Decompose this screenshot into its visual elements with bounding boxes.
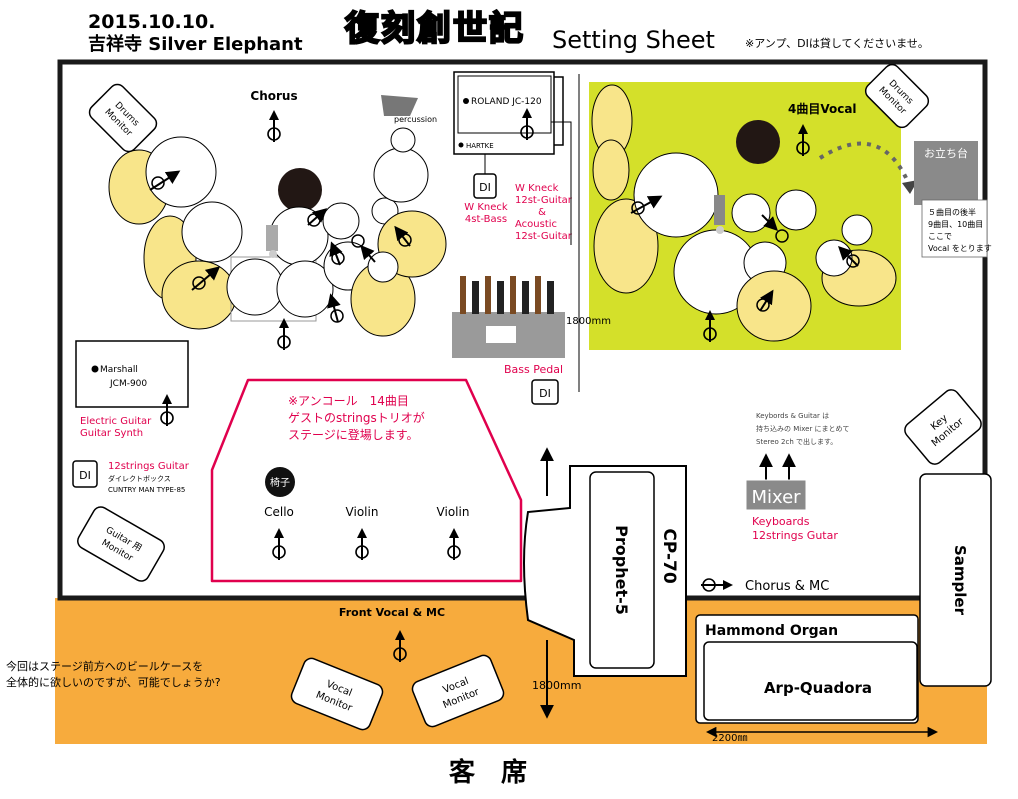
drum-kit-left [108,136,447,337]
mixer-label: Mixer [751,487,801,508]
svg-text:W Kneck: W Kneck [515,183,559,194]
svg-text:持ち込みの Mixer にまとめて: 持ち込みの Mixer にまとめて [756,424,850,433]
otachidai [914,141,978,205]
di-box-bass: DI [473,154,497,199]
dim-1800-lower: 1800mm [532,679,581,692]
chorus-label: Chorus [250,89,297,103]
drum-mics-right [630,195,860,312]
mic-icon [267,110,281,143]
hammond-label: Hammond Organ [705,623,838,639]
vocal-4th-label: 4曲目Vocal [788,101,857,116]
bass-di-label-1: W Kneck [464,202,508,213]
chorus-mc-label: Chorus & MC [745,579,829,594]
svg-text:DI: DI [479,181,491,194]
bass-pedal-label: Bass Pedal [504,363,563,376]
mixer-note: Keybords & Guitar は 持ち込みの Mixer にまとめて St… [756,412,850,446]
otachidai-note: ５曲目の後半 9曲目、10曲目 ここで Vocal をとります [921,199,992,258]
encore-note-3: ステージに登場します。 [288,427,419,442]
svg-text:DI: DI [539,387,551,400]
beer-request-1: 今回はステージ前方へのビールケースを [6,659,203,673]
drums-monitor-right: Drums Monitor [864,63,930,129]
violin-1-label: Violin [346,505,379,519]
mic-icon [700,578,733,592]
chair-label: 椅子 [270,476,290,489]
svg-text:12st-Guitar: 12st-Guitar [515,195,573,206]
otachidai-label: お立ち台 [924,146,968,160]
drums-monitor-left: Drums Monitor [88,83,158,153]
di-box-12strings: DI [72,460,98,488]
svg-text:&: & [538,207,546,218]
cuntry-man-label: CUNTRY MAN TYPE-85 [108,486,185,494]
bass-di-label-2: 4st-Bass [465,214,507,225]
di-box-pedal: DI [531,379,559,405]
svg-text:Keybords & Guitar は: Keybords & Guitar は [756,412,829,420]
percussion-drum [390,127,416,153]
mic-icon [277,318,291,351]
dim-1800-upper: 1800mm [566,316,611,327]
percussion-label: percussion [394,115,437,124]
vocal-monitor-right: Vocal Monitor [411,654,505,728]
prophet5-label: Prophet-5 [612,525,631,615]
twelve-strings-label: 12strings Guitar [108,461,190,472]
header-note: ※アンプ、DIは貸してくださいませ。 [745,36,929,50]
svg-text:５曲目の後半: ５曲目の後半 [928,207,976,217]
prophet5-synth [589,471,655,669]
direct-box-label: ダイレクトボックス [108,474,171,483]
svg-text:JCM-900: JCM-900 [109,379,147,389]
arp-label: Arp-Quadora [764,679,872,697]
beer-request-2: 全体的に欲しいのですが、可能でしょうか? [6,675,221,689]
vocal-monitor-left: Vocal Monitor [290,657,384,731]
arp-quadora [703,641,918,721]
mixer-box [745,479,807,511]
guitar-synth-label: Guitar Synth [80,428,143,439]
sampler [919,473,992,687]
guitar-monitor: Guitar 用 Monitor [77,506,165,582]
logo: 復刻創世記 [336,6,534,50]
date-text: 2015.10.10. [88,11,215,33]
encore-strings-area [210,378,523,583]
svg-text:HARTKE: HARTKE [466,142,494,150]
sheet-title: Setting Sheet [552,26,715,54]
svg-text:DI: DI [79,469,91,482]
percussion-icon [381,95,418,116]
cp70-label: CP-70 [659,528,679,584]
svg-text:Marshall: Marshall [100,365,138,375]
dim-2200: 2200㎜ [712,733,747,744]
marshall-amp: Marshall JCM-900 [75,340,189,408]
svg-text:Stereo 2ch で出します。: Stereo 2ch で出します。 [756,437,837,446]
svg-text:復刻創世記: 復刻創世記 [344,9,525,49]
violin-2-label: Violin [437,505,470,519]
drum-kit-right [591,84,897,342]
svg-text:ROLAND JC-120: ROLAND JC-120 [471,97,542,107]
drum-mics-left [149,170,412,323]
venue-text: 吉祥寺 Silver Elephant [88,33,303,55]
front-vocal-label: Front Vocal & MC [339,606,445,619]
sampler-label: Sampler [951,545,969,616]
encore-note-1: ※アンコール 14曲目 [288,394,409,408]
mixer-label-keyboards: Keyboards [752,515,810,528]
chair-icon [265,467,295,497]
stage-outline [57,59,988,601]
cable-line [551,121,572,245]
electric-guitar-label: Electric Guitar [80,416,152,427]
cello-label: Cello [264,505,294,519]
audience-label: 客 席 [449,757,527,788]
encore-note-2: ゲストのstringsトリオが [288,410,425,425]
guitar-di-label: W Kneck 12st-Guitar & Acoustic 12st-Guit… [515,183,573,242]
svg-text:12st-Guitar: 12st-Guitar [515,231,573,242]
mixer-label-12strings: 12strings Gutar [752,529,838,542]
svg-text:Acoustic: Acoustic [515,219,557,230]
svg-text:Vocal をとります: Vocal をとります [928,244,992,253]
bass-pedal [452,276,565,358]
svg-text:9曲目、10曲目: 9曲目、10曲目 [928,219,983,229]
key-monitor: Key Monitor [904,389,982,465]
svg-text:ここで: ここで [928,232,952,241]
roland-amp: ROLAND JC-120 HARTKE [453,71,564,155]
